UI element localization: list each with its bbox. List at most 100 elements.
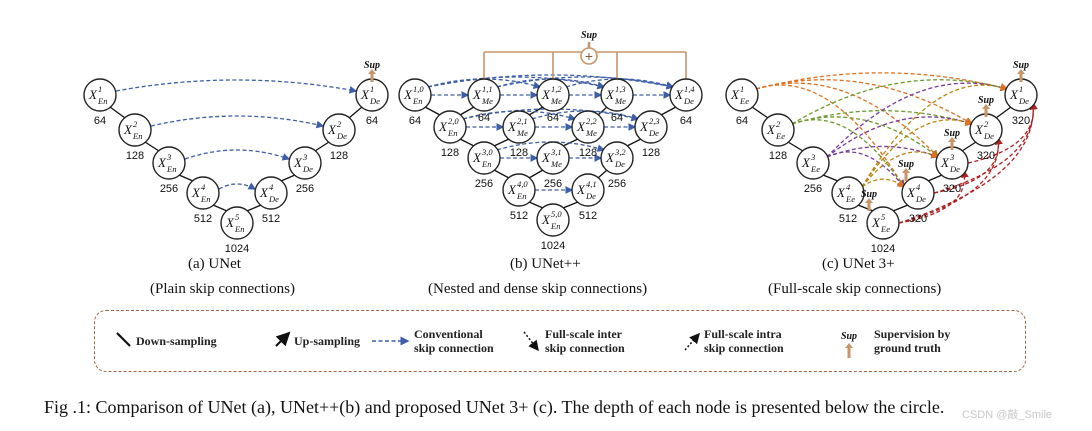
node-depth: 64 [478, 112, 490, 124]
subcaption-unet3p: (Full-scale skip connections) [768, 281, 942, 297]
node-subscript: De [915, 194, 926, 204]
node-superscript: 4 [846, 182, 851, 192]
sup-arrowhead-unet3p-d2 [982, 104, 990, 109]
node-circle [796, 146, 830, 180]
legend-down-glyph [116, 332, 131, 347]
node-depth: 512 [194, 213, 212, 225]
node-depth: 128 [769, 150, 787, 162]
down-edge [493, 169, 510, 179]
down-edge [212, 204, 228, 212]
node-depth: 256 [475, 178, 493, 190]
up-edge [961, 141, 977, 152]
node-label: X [836, 185, 846, 200]
node-superscript: 1 [1019, 84, 1023, 94]
sup-label-unet3p-d3: Sup [944, 128, 960, 139]
node-subscript: De [683, 96, 694, 106]
node-superscript: 2,2 [586, 116, 597, 126]
node-superscript: 5,0 [551, 209, 562, 219]
node-subscript: De [614, 159, 625, 169]
node-label: X [639, 119, 649, 134]
node-superscript: 2,3 [649, 116, 660, 126]
node-superscript: 2 [133, 119, 138, 129]
legend-conventional-line1: Conventional [414, 327, 483, 341]
node-superscript: 3 [949, 152, 954, 162]
node-label: X [605, 150, 615, 165]
node-subscript: De [983, 131, 994, 141]
node-label: X [541, 150, 551, 165]
subcaption-unetpp: (Nested and dense skip connections) [428, 281, 648, 297]
node-superscript: 5 [235, 212, 239, 222]
inter-skip-e1-d4 [755, 84, 905, 189]
node-circle [398, 78, 432, 112]
up-edge [626, 138, 642, 147]
down-edge [857, 204, 874, 212]
node-depth: 128 [579, 147, 597, 159]
skip-en3-de3 [184, 149, 291, 161]
node-subscript: Me [585, 128, 597, 138]
up-edge [562, 201, 579, 209]
node-circle [502, 110, 536, 144]
node-label: X [507, 182, 517, 197]
node-superscript: 3 [166, 152, 171, 162]
node-label: X [871, 215, 881, 230]
node-circle [571, 173, 605, 207]
figure-caption: Fig .1: Comparison of UNet (a), UNet++(b… [44, 397, 945, 417]
node-depth: 128 [441, 147, 459, 159]
sup-arrowhead-unet3p-e5 [865, 198, 873, 203]
inter-skip-e2-d2 [791, 110, 974, 126]
down-edge [178, 174, 194, 182]
node-label: X [541, 87, 551, 102]
node-circle [467, 78, 501, 112]
up-edge [995, 106, 1012, 119]
up-edge [927, 174, 943, 182]
node-depth: 1024 [541, 240, 565, 252]
inter-skip-e2-d3 [791, 116, 940, 158]
legend-supervision-line2: ground truth [874, 341, 941, 355]
intra-skip-e5-d2 [898, 136, 1003, 224]
node-subscript: En [97, 96, 107, 106]
up-edge [892, 204, 909, 212]
node-superscript: 4,0 [517, 179, 528, 189]
up-edge [280, 174, 296, 182]
node-subscript: Ee [845, 194, 855, 204]
node-circle [901, 176, 935, 210]
node-label: X [1009, 87, 1019, 102]
legend-supervision-line1: Supervision by [874, 327, 951, 341]
node-circle [831, 176, 865, 210]
node-circle [571, 110, 605, 144]
node-label: X [259, 185, 269, 200]
node-subscript: De [585, 191, 596, 201]
up-edge [660, 106, 677, 116]
up-edge [597, 106, 608, 116]
node-superscript: 2 [776, 119, 781, 129]
node-superscript: 1 [98, 84, 102, 94]
node-depth: 256 [804, 183, 822, 195]
legend-down-sampling: Down-sampling [136, 334, 217, 348]
skip-en1-de1 [115, 79, 358, 94]
node-circle [502, 173, 536, 207]
node-superscript: 2,1 [517, 116, 528, 126]
node-label: X [293, 155, 303, 170]
down-edge [528, 201, 544, 209]
node-circle [322, 113, 356, 147]
node-depth: 64 [547, 112, 559, 124]
node-subscript: En [132, 131, 142, 141]
sup-label-unet3p-d4: Sup [898, 159, 914, 170]
node-subscript: Ee [775, 131, 785, 141]
node-circle [83, 78, 117, 112]
node-label: X [576, 182, 586, 197]
